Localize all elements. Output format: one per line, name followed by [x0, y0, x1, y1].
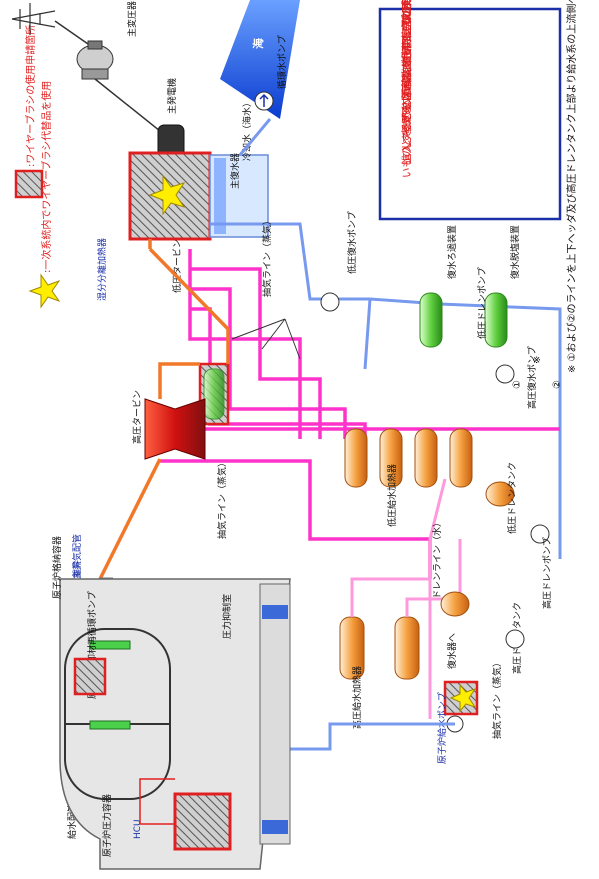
rpv-label: 原子炉圧力容器: [101, 794, 113, 857]
mark-star: ※: [532, 356, 543, 364]
svg-text:室及びT/DRFPT: 室及びT/DRFPT: [400, 0, 413, 38]
extraction-line-lp-label: 抽気ライン（蒸気）: [261, 216, 273, 297]
main-transformer-icon: [76, 40, 114, 80]
lp-drain-pump-label: 低圧ドレンポンプ: [476, 267, 488, 339]
gland-condenser: [419, 292, 443, 348]
svg-text:ワイヤーブラシ代替: ワイヤーブラシ代替: [400, 0, 413, 66]
svg-text:入れ等において工リ: 入れ等において工リ: [400, 14, 413, 108]
msr-icon: [203, 368, 225, 420]
svg-text:しており、系統内に: しており、系統内に: [400, 57, 413, 150]
mark-1: ①: [512, 380, 523, 389]
svg-text:品を使用。その他箇: 品を使用。その他箇: [400, 0, 413, 80]
hp-cond-pump-label: 高圧復水ポンプ: [526, 346, 538, 409]
svg-text:進入する恐れは、な: 進入する恐れは、な: [401, 70, 413, 165]
hcu-hatched: [173, 792, 232, 851]
feed-pump-label: 原子炉給水ポンプ: [436, 692, 448, 764]
svg-text:イヤーブラシを使用: イヤーブラシを使用: [400, 43, 413, 136]
extraction-leader-lp: [231, 318, 301, 360]
svg-text:所は、ボルト穴の手: 所は、ボルト穴の手: [400, 0, 413, 94]
hcu-label: HCU: [133, 819, 143, 839]
svg-text:いものと考える。: いものと考える。: [401, 94, 413, 178]
main-transformer-label: 主変圧器: [126, 1, 138, 37]
drain-line-label: ドレンライン（水）: [431, 518, 443, 599]
rpv-icon: [64, 628, 171, 800]
note-box: [378, 7, 562, 221]
hp-cond-pump-icon: [530, 524, 550, 544]
lp-drain-pump-icon: [495, 364, 515, 384]
svg-text:アを区画した上でワ: アを区画した上でワ: [401, 28, 413, 123]
legend-hatched-label: :ワイヤーブラシの使用申請箇所: [24, 25, 37, 167]
lp-heater-label: 低圧給水加熱器: [386, 464, 398, 527]
msr-label: 湿分分離加熱器: [96, 238, 108, 301]
demineralizer: [484, 292, 508, 348]
suppression-pool-label: 圧力抑制室: [221, 594, 233, 639]
note-box-text: 低圧タービン下半車 室及びT/DRFPT 半車室については、 ワイヤーブラシ代替…: [400, 0, 413, 178]
hp-drain-pump-icon: [505, 629, 525, 649]
lp-drain-tank-label: 低圧ドレンタンク: [506, 462, 518, 534]
drain-lines: [350, 478, 462, 719]
hp-drain-tank-icon: [440, 591, 470, 617]
condensate-line: [210, 222, 562, 559]
footnote: ※ ①および②のラインを上下ヘッダ及び高圧ドレンタンク上部より給水系の上流側へ: [565, 0, 578, 373]
lp-drain-tank-icon: [485, 481, 515, 507]
hp-heater-label: 高圧給水加熱器: [351, 666, 363, 729]
svg-text:半車室については、: 半車室については、: [400, 0, 413, 52]
condenser-label: 主復水器: [229, 153, 241, 189]
main-steam-label: 主蒸気配管: [71, 534, 83, 579]
hp-drain-pump-label: 高圧ドレンポンプ: [541, 537, 553, 609]
mark-2: ②: [552, 380, 563, 389]
hp-heaters: [339, 616, 420, 680]
legend-star-icon: [28, 273, 61, 309]
lp-heaters: [344, 428, 473, 488]
demineralizer-label: 復水脱塩装置: [509, 225, 521, 279]
lp-turbine-label: 低圧タービン: [171, 239, 183, 293]
legend-hatched-box: [14, 169, 44, 199]
generator-label: 主発電機: [166, 78, 178, 114]
tower-icon: [11, 3, 56, 35]
lp-cond-pump-label: 低圧復水ポンプ: [346, 211, 358, 274]
legend: :ワイヤーブラシの使用申請箇所 :一次系統内でワイヤーブラシ代替品を使用: [14, 25, 61, 309]
lp-cond-pump-icon: [320, 292, 340, 312]
lp-turbine-star-icon: [148, 174, 186, 216]
rcv-label: 原子炉格納容器: [51, 536, 63, 599]
circ-pump-label: 循環水ポンプ: [276, 35, 288, 89]
gland-condenser-label: 復水ろ過装置: [446, 225, 458, 279]
sea-area: [220, 0, 300, 119]
feed-pump-star-icon: [449, 683, 477, 713]
to-condenser-label: 復水器へ: [446, 633, 458, 669]
sea-label: 海: [251, 38, 265, 49]
hp-turbine-label: 高圧タービン: [131, 390, 143, 444]
svg-text:低圧タービン下半車: 低圧タービン下半車: [400, 0, 413, 24]
hp-turbine-icon: [144, 398, 206, 460]
extraction-line-hp-label: 抽気ライン（蒸気）: [216, 458, 228, 539]
rpv-nozzle-hatched: [73, 657, 107, 696]
extraction-line-in-label: 抽気ライン（蒸気）: [491, 658, 503, 739]
legend-star-label: :一次系統内でワイヤーブラシ代替品を使用: [40, 81, 53, 273]
